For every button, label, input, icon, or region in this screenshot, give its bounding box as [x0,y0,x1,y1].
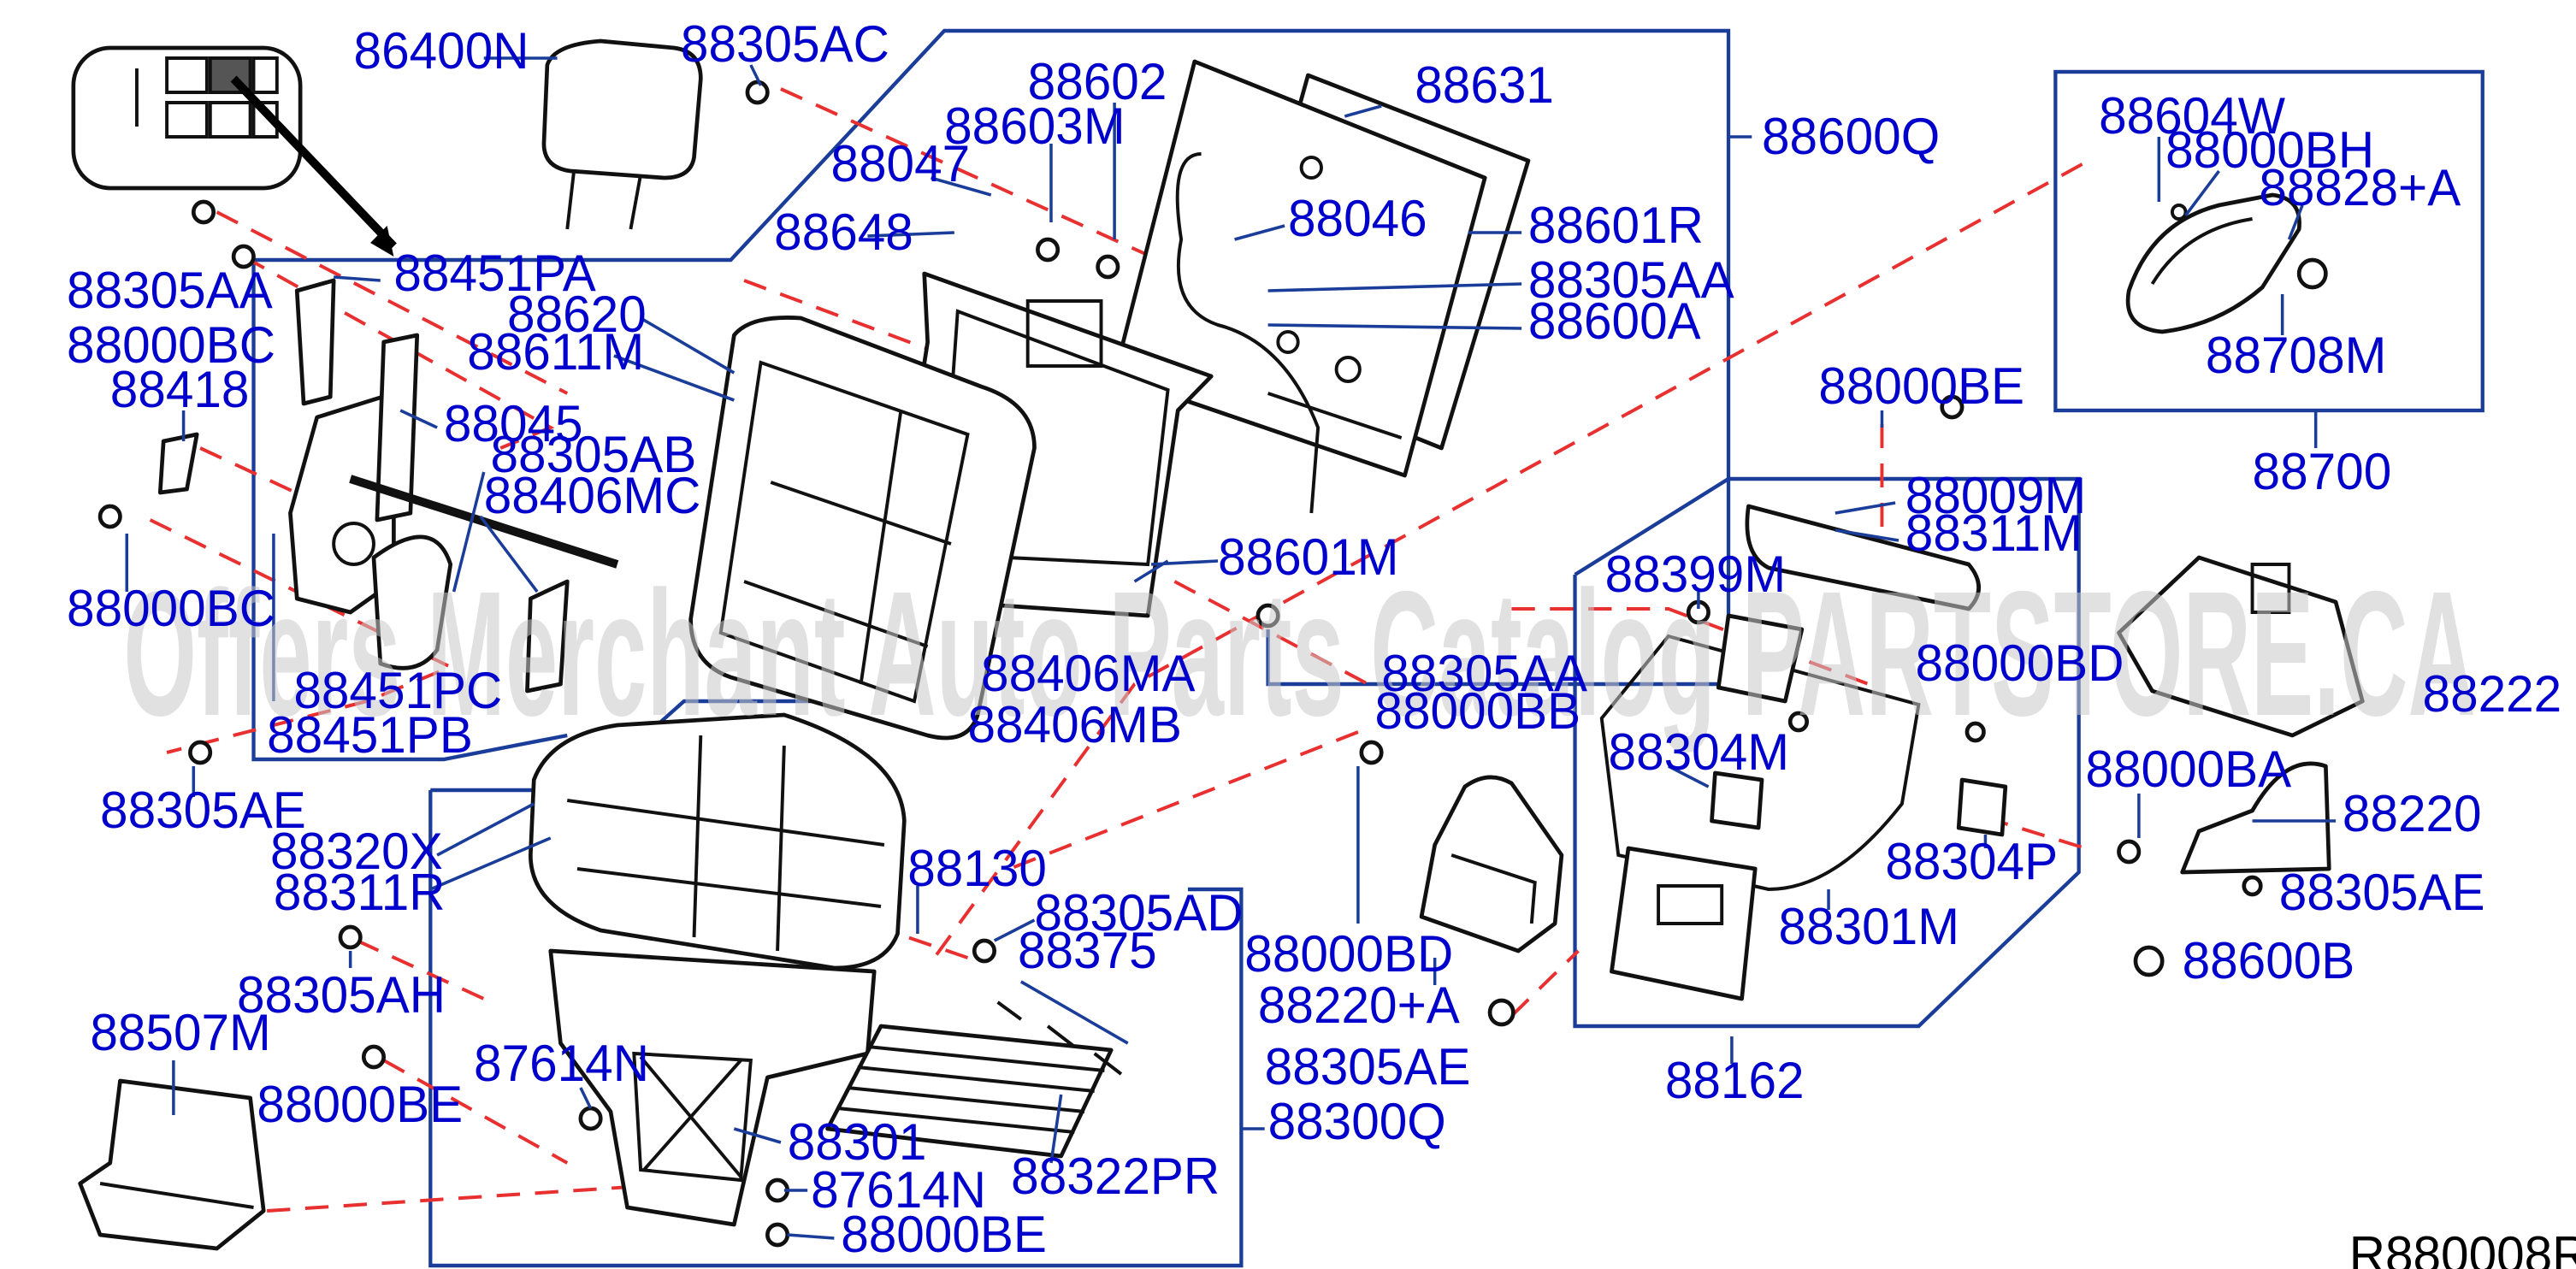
part-label-88828a[interactable]: 88828+A [2259,158,2461,216]
part-label-88305aa[interactable]: 88305AA [1528,251,1734,309]
part-label-88301[interactable]: 88301 [788,1113,927,1171]
part-label-88320x[interactable]: 88320X [270,822,443,880]
part-label-88304p[interactable]: 88304P [1885,832,2058,890]
part-label-88305ad[interactable]: 88305AD [1034,883,1243,941]
part-label-88631[interactable]: 88631 [1415,56,1554,114]
seat-back-cushion-drawing [688,316,1037,741]
cushion-frame-drawing [548,948,1123,1227]
fastener-icons [97,80,2263,1248]
part-label-88000bd[interactable]: 88000BD [1244,924,1453,983]
diagram-code: R880008R [2349,1225,2576,1269]
part-label-88311m[interactable]: 88311M [1905,504,2083,562]
part-label-88311r[interactable]: 88311R [274,863,446,921]
part-label-88600q[interactable]: 88600Q [1762,107,1940,165]
part-label-88600b[interactable]: 88600B [2183,931,2355,989]
side-cover-drawing [78,1078,266,1251]
part-label-88451pa[interactable]: 88451PA [393,244,596,302]
part-label-87614n[interactable]: 87614N [811,1160,986,1219]
part-label-88000ba[interactable]: 88000BA [2085,740,2291,798]
part-label-88708m[interactable]: 88708M [2206,326,2386,384]
part-label-88000bc[interactable]: 88000BC [67,316,275,374]
part-label-88000bb[interactable]: 88000BB [1374,682,1580,740]
part-label-88220a[interactable]: 88220+A [1258,976,1460,1034]
part-label-88000bh[interactable]: 88000BH [2165,121,2374,179]
part-label-88162[interactable]: 88162 [1665,1051,1805,1109]
part-label-88000be[interactable]: 88000BE [1818,357,2024,415]
part-label-88305ah[interactable]: 88305AH [237,965,446,1024]
part-label-88046[interactable]: 88046 [1288,189,1427,247]
part-label-88130[interactable]: 88130 [907,839,1047,897]
part-label-88222[interactable]: 88222 [2423,664,2562,723]
armrest-drawing [2125,192,2328,334]
part-label-88305ac[interactable]: 88305AC [681,15,889,73]
part-label-88418[interactable]: 88418 [110,360,250,418]
part-label-88301m[interactable]: 88301M [1779,897,1959,955]
headrest-drawing [541,38,703,230]
right-bracket-drawing [2117,555,2365,875]
part-label-88305aa[interactable]: 88305AA [1381,644,1587,702]
part-label-88451pb[interactable]: 88451PB [267,705,473,764]
part-label-88305ab[interactable]: 88305AB [491,425,697,483]
part-label-88009m[interactable]: 88009M [1905,466,2086,524]
part-label-88507m[interactable]: 88507M [90,1003,270,1061]
part-label-88604w[interactable]: 88604W [2099,86,2285,145]
part-label-88620[interactable]: 88620 [507,285,647,343]
part-label-88611m[interactable]: 88611M [467,322,644,381]
part-label-88406mb[interactable]: 88406MB [967,695,1181,753]
part-label-86400n[interactable]: 86400N [354,21,529,80]
frame-assembly-drawing [1599,504,2008,1001]
part-label-88000be[interactable]: 88000BE [841,1205,1047,1263]
leader-lines [125,56,2337,1240]
part-label-88220[interactable]: 88220 [2343,784,2482,842]
part-number-labels: 86400N 88305AC 88600Q 88602 88603M 88631… [67,15,2561,1263]
seat-back-panel-drawing [1112,59,1531,478]
part-label-88000bd[interactable]: 88000BD [1915,634,2124,692]
part-label-88399m[interactable]: 88399M [1605,545,1786,603]
part-label-88601m[interactable]: 88601M [1218,528,1398,586]
part-label-88305ae[interactable]: 88305AE [2279,863,2485,921]
part-label-87614n[interactable]: 87614N [474,1034,649,1092]
part-label-88700[interactable]: 88700 [2253,442,2392,500]
part-label-88305aa[interactable]: 88305AA [67,261,273,319]
part-label-88601r[interactable]: 88601R [1528,196,1704,254]
part-label-88375[interactable]: 88375 [1018,921,1157,979]
part-label-88045[interactable]: 88045 [444,394,583,452]
part-label-88451pc[interactable]: 88451PC [293,661,502,719]
frame-lines [251,28,2484,1268]
part-label-88000be[interactable]: 88000BE [257,1075,463,1133]
part-label-88406mc[interactable]: 88406MC [484,466,701,524]
part-label-88406ma[interactable]: 88406MA [981,644,1196,702]
part-label-88300q[interactable]: 88300Q [1268,1092,1446,1150]
part-label-88000bc[interactable]: 88000BC [67,579,275,637]
part-label-88305ae[interactable]: 88305AE [100,781,306,839]
part-label-88602[interactable]: 88602 [1028,52,1167,110]
part-label-88305ae[interactable]: 88305AE [1265,1037,1471,1095]
part-label-88600a[interactable]: 88600A [1528,292,1701,350]
part-label-88648[interactable]: 88648 [774,203,913,261]
part-label-88322pr[interactable]: 88322PR [1011,1147,1220,1205]
side-bracket-drawing [1419,775,1564,1027]
watermark-text: Offers Merchant Auto Parts Catalog PARTS… [123,554,2476,753]
part-label-88304m[interactable]: 88304M [1609,723,1789,781]
seat-cushion-drawing [529,712,907,971]
part-label-88603m[interactable]: 88603M [944,97,1125,155]
part-label-88047[interactable]: 88047 [830,134,970,192]
vehicle-locator-icon [71,45,397,257]
